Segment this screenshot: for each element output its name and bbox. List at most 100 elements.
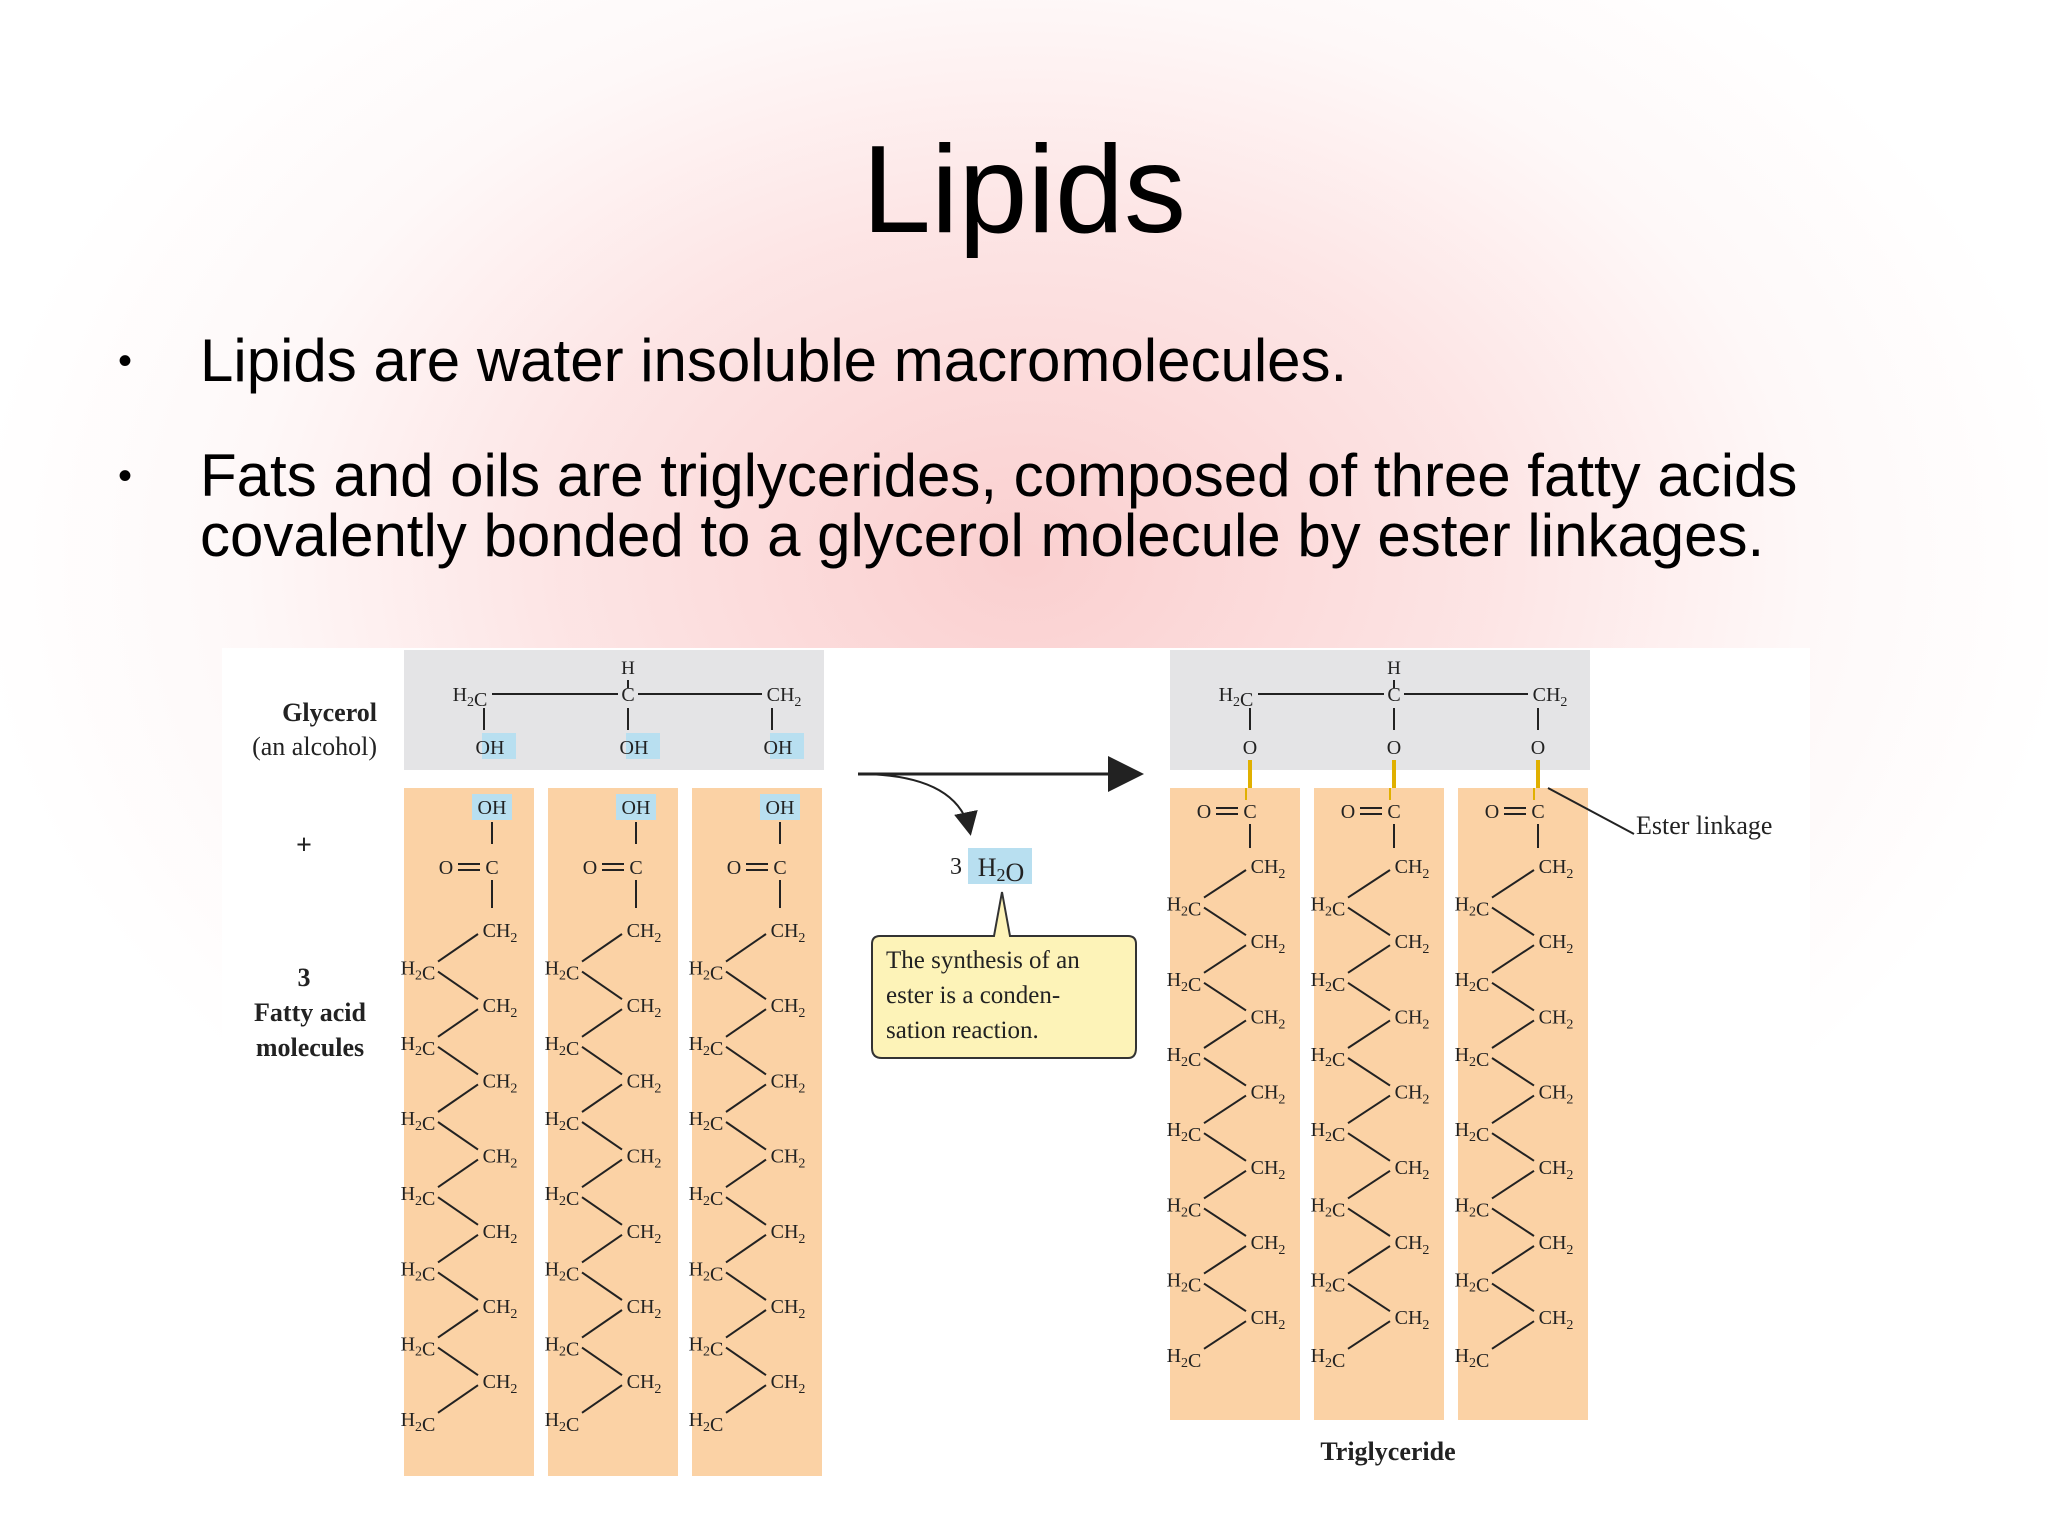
oxygen-atom: O — [1197, 801, 1211, 823]
methylene-group: CH2 — [771, 1296, 806, 1322]
bond — [581, 1233, 623, 1264]
carbon-atom: C — [773, 857, 786, 879]
carbon-atom: C — [1387, 801, 1400, 823]
bond — [1491, 1169, 1535, 1200]
bond — [581, 1158, 623, 1189]
methylene-group: H2C — [545, 1183, 580, 1210]
methylene-group: CH2 — [1251, 1006, 1286, 1032]
bond — [725, 1158, 767, 1189]
bond — [1203, 1057, 1247, 1087]
bond — [581, 1309, 623, 1339]
bond — [581, 1083, 623, 1113]
hydroxyl-group: OH — [766, 797, 795, 819]
glycerol-box — [404, 650, 824, 770]
methylene-group: CH2 — [1395, 1307, 1430, 1333]
methylene-group: H2C — [545, 1334, 580, 1361]
oxygen-atom: O — [583, 857, 597, 879]
fatty-acid-box — [548, 788, 678, 1476]
bond — [1203, 944, 1247, 974]
methylene-group: H2C — [1311, 1194, 1346, 1221]
bond — [581, 1384, 623, 1414]
oh-highlight — [760, 794, 800, 820]
bond — [437, 1008, 479, 1038]
carbon-atom: C — [485, 857, 498, 879]
methylene-group: H2C — [1455, 1119, 1490, 1146]
methylene-group: CH2 — [627, 1221, 662, 1247]
methylene-group: H2C — [1455, 1345, 1490, 1372]
methylene-group: CH2 — [1539, 1006, 1574, 1032]
ester-linkage-pointer — [1547, 787, 1635, 835]
methylene-group: CH2 — [771, 1146, 806, 1172]
methylene-group: H2C — [689, 1183, 724, 1210]
water-count: 3 — [950, 854, 962, 880]
methylene-group: CH2 — [627, 1070, 662, 1096]
bond — [725, 1196, 767, 1226]
methylene-group: H2C — [1455, 894, 1490, 921]
fatty-acid-count: 3 — [298, 963, 311, 992]
methylene-group: CH2 — [483, 1070, 518, 1096]
note-callout — [871, 891, 1137, 1059]
bond — [1347, 1207, 1391, 1237]
bond — [437, 970, 479, 1001]
methylene-group: H2C — [1455, 1194, 1490, 1221]
methylene-group: H2C — [401, 1409, 436, 1436]
carbon-atom: C — [1531, 801, 1544, 823]
methylene-group: H2C — [689, 958, 724, 985]
bond — [1491, 1057, 1535, 1087]
methylene-group: H2C — [1311, 1270, 1346, 1297]
bond — [725, 1271, 767, 1301]
bond — [437, 1233, 479, 1264]
methylene-group: CH2 — [483, 995, 518, 1021]
bond — [1203, 1169, 1247, 1200]
methylene-group: H2C — [545, 1108, 580, 1135]
bond — [1203, 981, 1247, 1012]
bond — [581, 1121, 623, 1151]
methylene-group: H2C — [1167, 1044, 1202, 1071]
bond — [1491, 869, 1535, 899]
bond — [1203, 869, 1247, 899]
methylene-group: CH2 — [771, 1070, 806, 1096]
bond — [1491, 1132, 1535, 1162]
methylene-group: H2C — [401, 1334, 436, 1361]
fatty-acid-label: molecules — [256, 1033, 364, 1062]
methylene-group: CH2 — [1395, 856, 1430, 882]
bond — [437, 1083, 479, 1113]
methylene-group: CH2 — [1395, 1232, 1430, 1258]
hydroxyl-group: OH — [622, 797, 651, 819]
bond — [581, 1271, 623, 1301]
methylene-group: CH2 — [627, 920, 662, 946]
methylene-group: CH2 — [1539, 1232, 1574, 1258]
methylene-group: CH2 — [483, 1296, 518, 1322]
bond — [581, 1008, 623, 1038]
methylene-group: CH2 — [1395, 1082, 1430, 1108]
methylene-group: CH2 — [1251, 1307, 1286, 1333]
bond — [1491, 1320, 1535, 1350]
bond — [437, 933, 479, 963]
methylene-group: CH2 — [1251, 1082, 1286, 1108]
carbon-group: CH2 — [1533, 684, 1568, 710]
hydrogen-atom: H — [1387, 658, 1401, 679]
bullet-text: Lipids are water insoluble macromolecule… — [200, 327, 1348, 394]
hydroxyl-group: OH — [476, 737, 505, 759]
bond — [437, 1196, 479, 1226]
oxygen-atom: O — [1243, 737, 1257, 759]
methylene-group: H2C — [1311, 969, 1346, 996]
carbon-atom: C — [621, 684, 634, 706]
oxygen-atom: O — [1341, 801, 1355, 823]
methylene-group: H2C — [1167, 969, 1202, 996]
bond — [1347, 944, 1391, 974]
bond — [581, 970, 623, 1001]
methylene-group: H2C — [401, 1258, 436, 1285]
bond — [1347, 1320, 1391, 1350]
carbon-group: H2C — [1219, 684, 1254, 711]
bond — [437, 1384, 479, 1414]
methylene-group: H2C — [1455, 1044, 1490, 1071]
bond — [437, 1158, 479, 1189]
bond — [1491, 981, 1535, 1012]
bond — [1347, 1169, 1391, 1200]
methylene-group: CH2 — [1395, 1157, 1430, 1183]
bond — [1203, 1094, 1247, 1125]
methylene-group: H2C — [545, 1033, 580, 1060]
note-text: ester is a conden- — [886, 982, 1060, 1009]
methylene-group: H2C — [689, 1108, 724, 1135]
